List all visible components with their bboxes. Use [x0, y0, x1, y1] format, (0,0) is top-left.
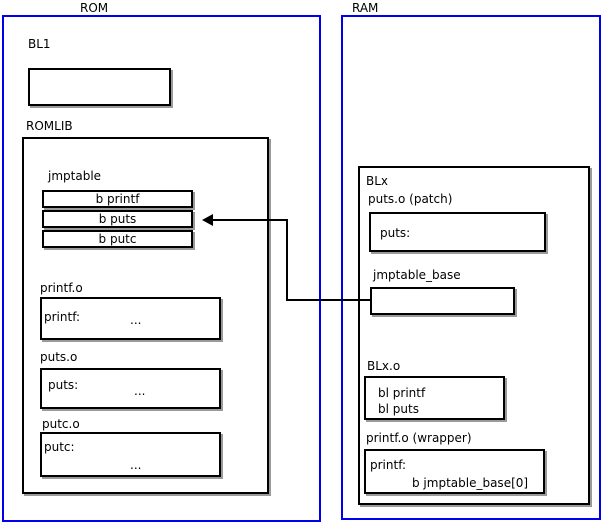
romlib-puts-o-box: puts: ... — [40, 368, 221, 409]
jmptable-entry-putc: b putc — [42, 230, 193, 248]
romlib-putc-o-box: putc: ... — [40, 432, 221, 477]
connector-segment-horizontal-upper — [212, 219, 288, 221]
jmptable-entry-printf: b printf — [42, 190, 193, 208]
romlib-printf-o-label: printf.o — [40, 281, 83, 295]
connector-segment-vertical — [286, 219, 288, 301]
jmptable-entry-putc-text: b putc — [98, 232, 137, 246]
blx-o-line2: bl puts — [378, 402, 419, 416]
bl1-box — [28, 68, 171, 106]
connector-arrowhead-icon — [202, 214, 213, 226]
connector-segment-horizontal-lower — [286, 299, 370, 301]
ram-region-label: RAM — [352, 1, 379, 15]
blx-o-line1: bl printf — [378, 386, 426, 400]
jmptable-base-box — [370, 287, 515, 315]
rom-region — [2, 15, 321, 522]
bl1-label: BL1 — [28, 37, 51, 51]
printf-wrapper-symbol: printf: — [370, 458, 407, 472]
jmptable-entry-puts-text: b puts — [98, 212, 137, 226]
puts-patch-box: puts: — [369, 212, 546, 252]
printf-wrapper-label: printf.o (wrapper) — [366, 431, 472, 445]
jmptable-entry-puts: b puts — [42, 210, 193, 228]
romlib-putc-ellipsis: ... — [130, 458, 142, 472]
romlib-puts-ellipsis: ... — [134, 384, 146, 398]
jmptable-base-label: jmptable_base — [373, 268, 461, 282]
romlib-label: ROMLIB — [26, 119, 73, 133]
blx-label: BLx — [366, 174, 389, 188]
romlib-puts-o-label: puts.o — [40, 350, 78, 364]
jmptable-label: jmptable — [48, 169, 102, 183]
romlib-putc-o-label: putc.o — [42, 417, 80, 431]
printf-wrapper-box: printf: b jmptable_base[0] — [364, 449, 545, 494]
jmptable-entry-printf-text: b printf — [95, 192, 140, 206]
blx-o-label: BLx.o — [367, 359, 401, 373]
blx-o-box: bl printf bl puts — [364, 376, 505, 420]
romlib-printf-symbol: printf: — [44, 310, 81, 324]
romlib-puts-symbol: puts: — [48, 378, 79, 392]
romlib-putc-symbol: putc: — [44, 440, 75, 454]
puts-patch-symbol: puts: — [380, 226, 411, 240]
printf-wrapper-instruction: b jmptable_base[0] — [412, 476, 529, 490]
rom-region-label: ROM — [80, 1, 109, 15]
romlib-printf-o-box: printf: ... — [40, 297, 221, 340]
romlib-printf-ellipsis: ... — [130, 313, 142, 327]
puts-patch-label: puts.o (patch) — [368, 192, 453, 206]
ram-region — [341, 15, 601, 520]
